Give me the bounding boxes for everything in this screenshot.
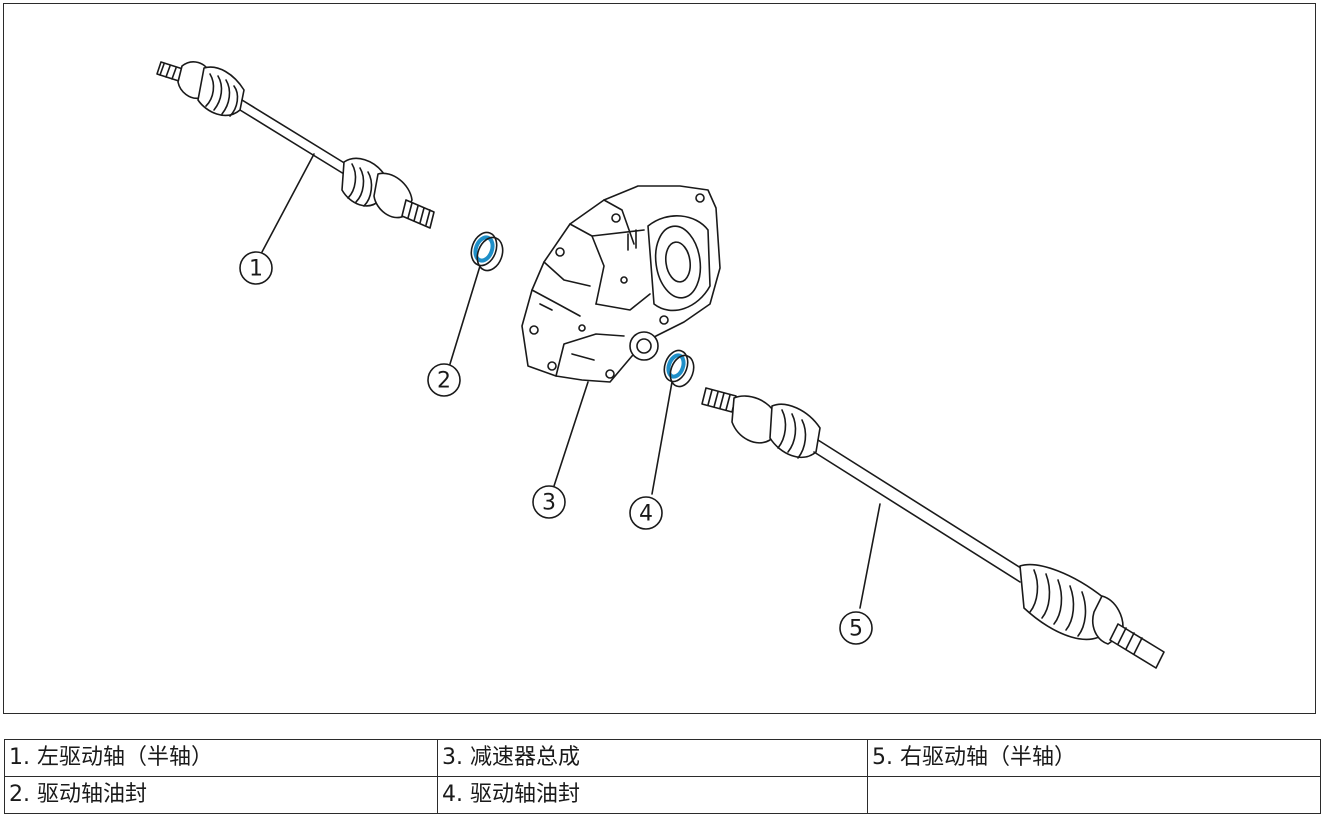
callout-circle-4 xyxy=(629,496,663,530)
callout-label-5: 5 xyxy=(849,617,863,642)
leader-line-4 xyxy=(651,381,673,495)
reducer-assembly xyxy=(521,185,721,383)
legend-row: 2. 驱动轴油封 4. 驱动轴油封 xyxy=(4,776,1321,814)
legend-cell-part-3: 3. 减速器总成 xyxy=(437,739,868,777)
callout-label-2: 2 xyxy=(437,369,451,394)
legend-cell-part-1: 1. 左驱动轴（半轴） xyxy=(4,739,438,777)
legend-cell-empty xyxy=(867,776,1321,814)
leader-line-2 xyxy=(449,265,481,365)
callout-label-4: 4 xyxy=(639,502,653,527)
callout-circle-1 xyxy=(239,251,273,285)
leader-line-5 xyxy=(859,503,881,609)
callout-label-3: 3 xyxy=(542,491,556,516)
left-drive-shaft xyxy=(156,61,435,229)
callout-circle-2 xyxy=(427,363,461,397)
legend-row: 1. 左驱动轴（半轴） 3. 减速器总成 5. 右驱动轴（半轴） xyxy=(4,739,1321,777)
right-drive-shaft xyxy=(701,387,1165,669)
exploded-diagram: 1 2 3 4 5 xyxy=(3,3,1316,714)
leader-line-3 xyxy=(553,381,589,487)
diagram-canvas: 1 2 3 4 5 xyxy=(156,61,1165,669)
legend-cell-part-2: 2. 驱动轴油封 xyxy=(4,776,438,814)
callout-label-1: 1 xyxy=(249,257,263,282)
legend-cell-part-4: 4. 驱动轴油封 xyxy=(437,776,868,814)
callout-circle-3 xyxy=(532,485,566,519)
right-oil-seal xyxy=(663,349,695,388)
parts-legend-table: 1. 左驱动轴（半轴） 3. 减速器总成 5. 右驱动轴（半轴） 2. 驱动轴油… xyxy=(4,739,1321,814)
legend-cell-part-5: 5. 右驱动轴（半轴） xyxy=(867,739,1321,777)
leader-line-1 xyxy=(261,153,315,253)
callout-circle-5 xyxy=(839,611,873,645)
left-oil-seal xyxy=(470,231,504,272)
